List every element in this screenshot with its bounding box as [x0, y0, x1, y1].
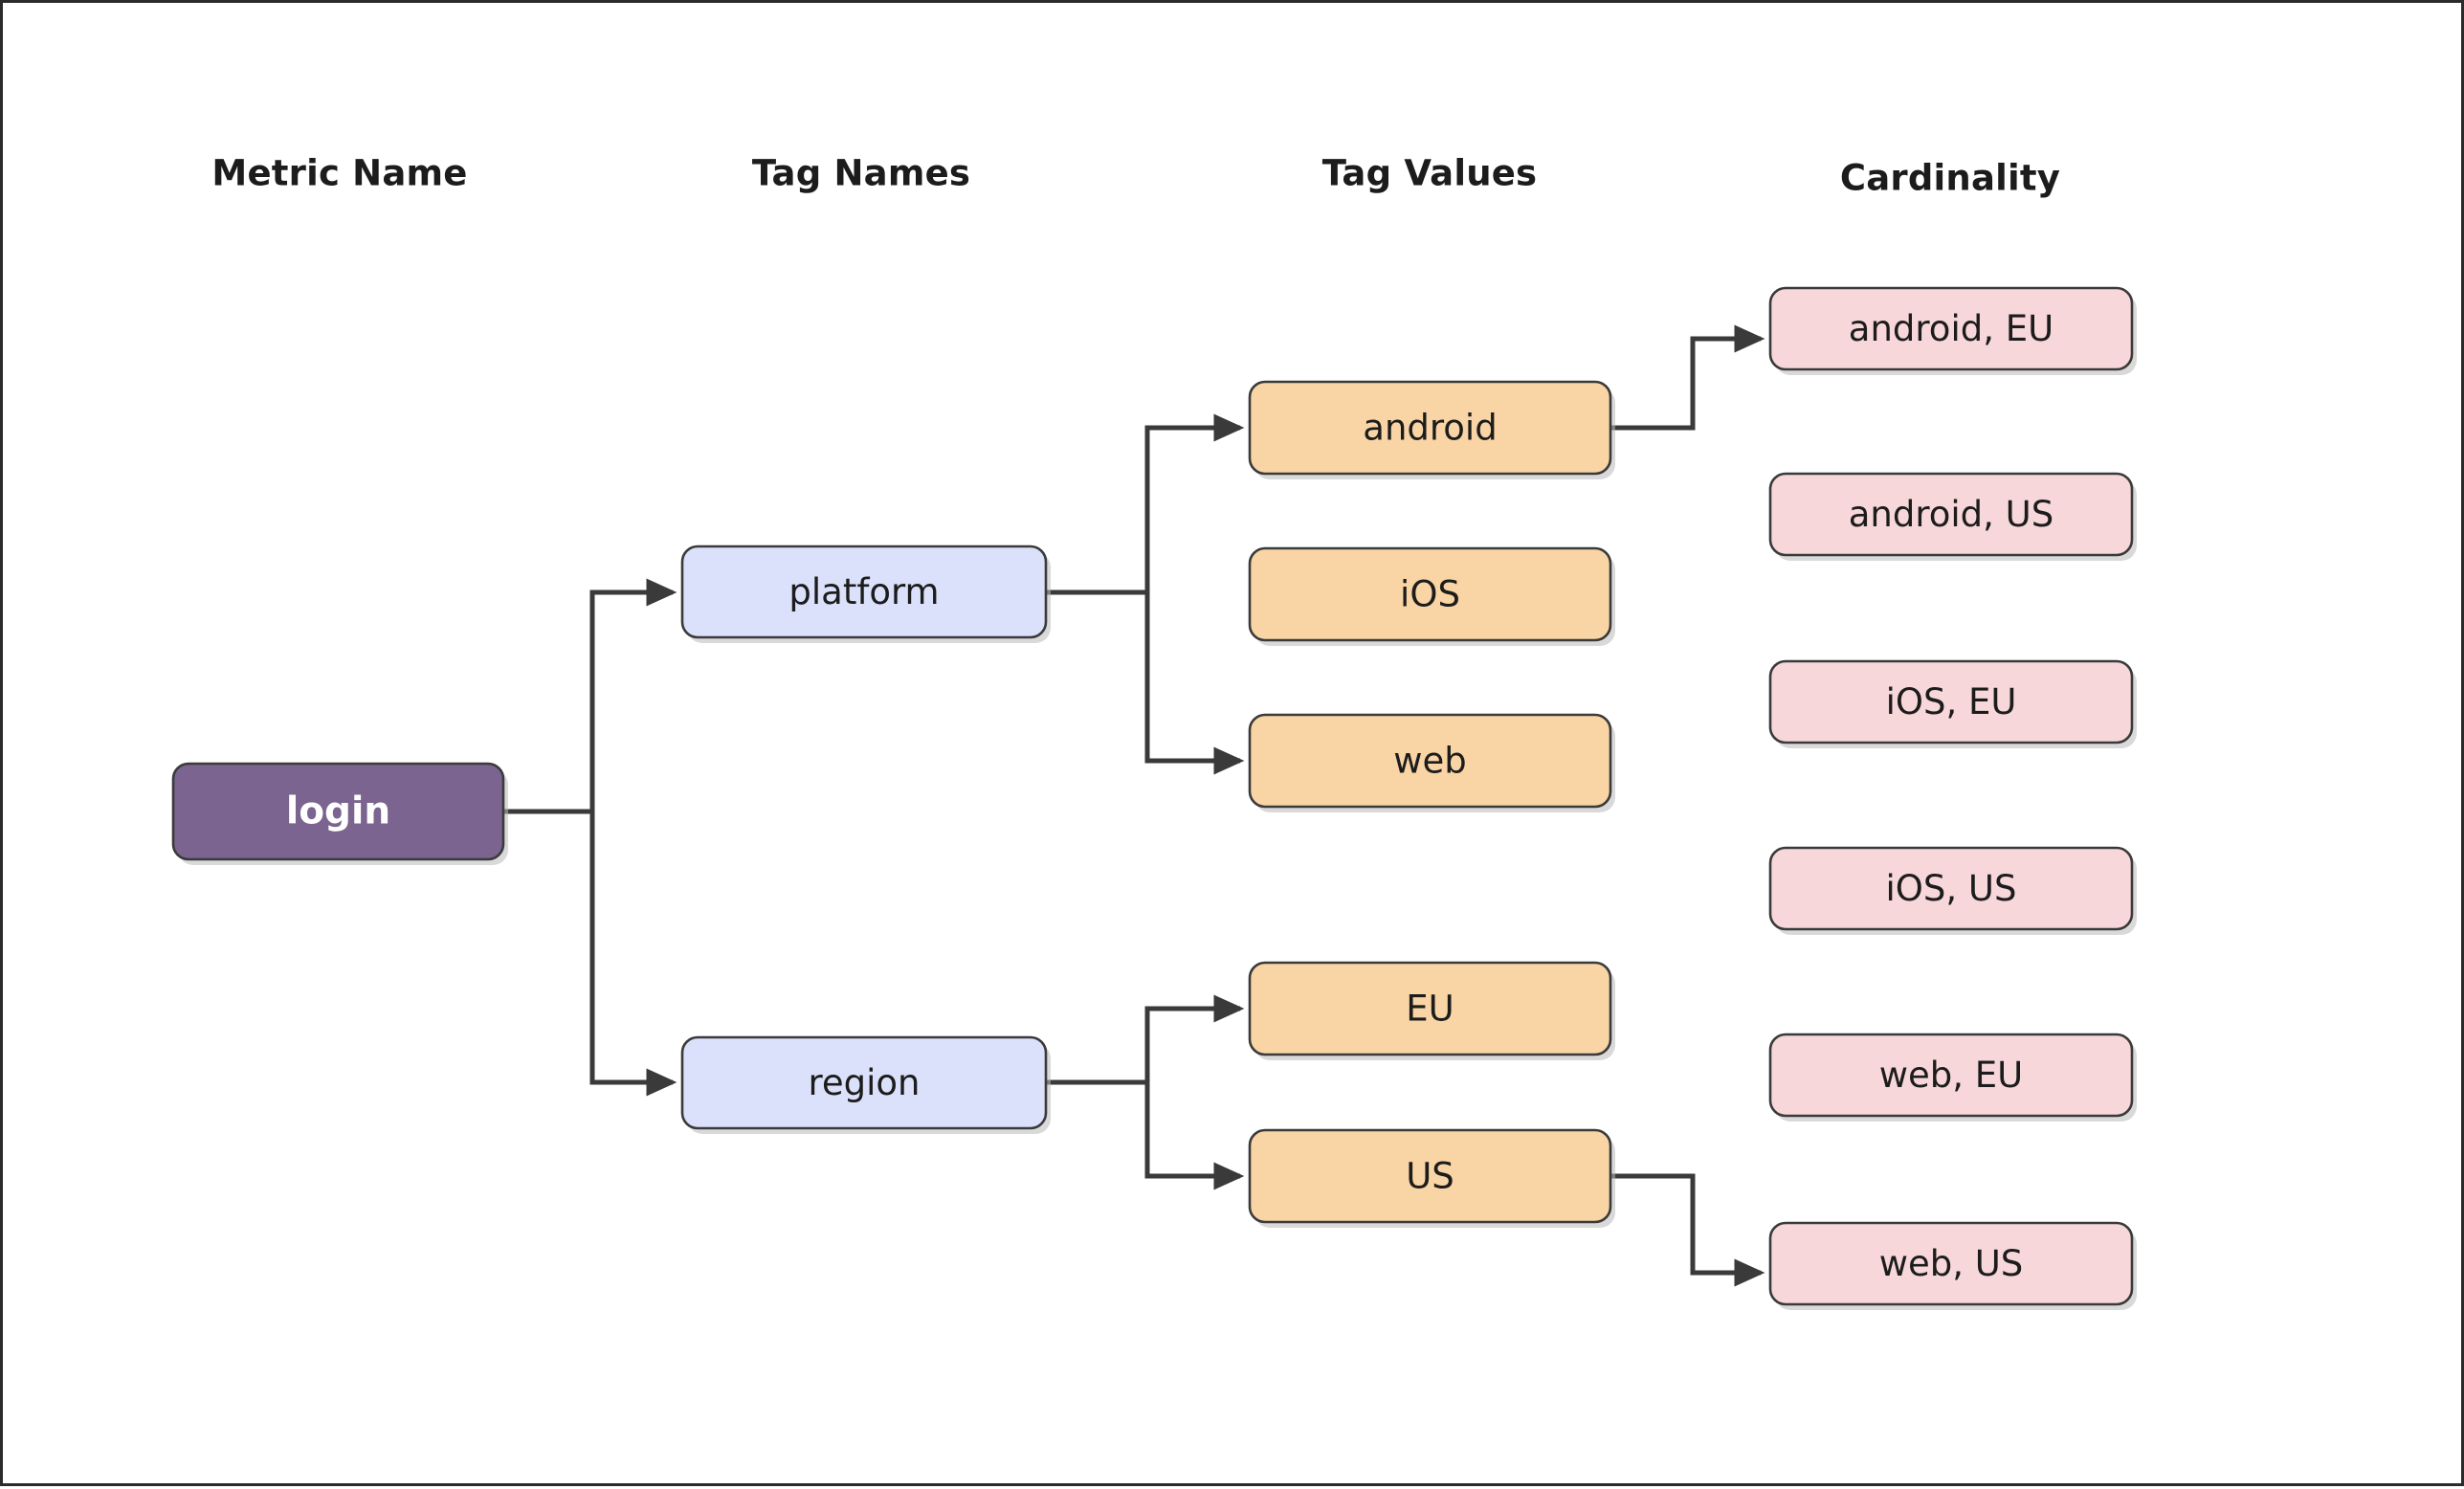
tag-value-node-box[interactable]	[1248, 1128, 1612, 1224]
column-header-tag-names: Tag Names	[752, 153, 970, 194]
cardinality-node-label: android, EU	[1849, 308, 2053, 349]
cardinality-node-box[interactable]	[1768, 846, 2134, 931]
edge-region-to-eu	[1046, 994, 1245, 1085]
cardinality-node-ios-us[interactable]: iOS, US	[1768, 846, 2137, 935]
column-headers: Metric Name Tag Names Tag Values Cardinalit…	[211, 153, 2060, 199]
cardinality-node-box[interactable]	[1768, 659, 2134, 744]
edge-us-to-web-us	[1610, 1173, 1765, 1287]
cardinality-node-web-eu[interactable]: web, EU	[1768, 1033, 2137, 1122]
cardinality-node-label: iOS, EU	[1886, 681, 2017, 722]
tag-name-node-label: region	[808, 1062, 920, 1103]
cardinality-node-box[interactable]	[1768, 472, 2134, 557]
tag-value-node-label: US	[1406, 1156, 1454, 1197]
tag-name-node-box[interactable]	[680, 1035, 1048, 1130]
tag-value-node-box[interactable]	[1248, 380, 1612, 476]
cardinality-node-android-us[interactable]: android, US	[1768, 472, 2137, 561]
cardinality-node-label: web, US	[1879, 1243, 2024, 1284]
edges-layer	[503, 324, 1765, 1287]
edge-login-to-platform	[503, 578, 677, 814]
tag-value-node-web[interactable]: web	[1248, 713, 1615, 812]
edge-android-to-android-eu	[1610, 324, 1765, 431]
cardinality-node-ios-eu[interactable]: iOS, EU	[1768, 659, 2137, 748]
tag-value-node-label: EU	[1406, 989, 1454, 1030]
tag-value-node-eu[interactable]: EU	[1248, 961, 1615, 1060]
cardinality-node-web-us[interactable]: web, US	[1768, 1221, 2137, 1310]
tag-value-node-ios[interactable]: iOS	[1248, 546, 1615, 646]
tag-name-node-platform[interactable]: platform	[680, 544, 1051, 643]
edge-platform-to-android	[1046, 413, 1245, 595]
tag-value-node-android[interactable]: android	[1248, 380, 1615, 479]
tag-name-node-label: platform	[788, 571, 939, 612]
cardinality-node-android-eu[interactable]: android, EU	[1768, 286, 2137, 375]
cardinality-node-box[interactable]	[1768, 1033, 2134, 1118]
cardinality-node-label: web, EU	[1879, 1055, 2024, 1096]
edge-login-to-region	[503, 809, 677, 1097]
tag-value-node-box[interactable]	[1248, 713, 1612, 809]
tag-value-node-label: web	[1393, 741, 1467, 782]
metric-node-box[interactable]	[171, 762, 505, 861]
column-header-tag-values: Tag Values	[1322, 153, 1538, 194]
edge-region-to-us	[1046, 1079, 1245, 1190]
metric-node-label: login	[286, 790, 390, 833]
tag-value-node-label: android	[1363, 408, 1497, 449]
edge-platform-to-web	[1046, 589, 1245, 775]
metric-node-login[interactable]: login	[171, 762, 508, 865]
tag-name-node-box[interactable]	[680, 544, 1048, 639]
tag-name-node-region[interactable]: region	[680, 1035, 1051, 1134]
tag-value-node-us[interactable]: US	[1248, 1128, 1615, 1228]
cardinality-node-label: android, US	[1849, 494, 2054, 535]
tag-value-node-label: iOS	[1400, 574, 1460, 615]
cardinality-node-box[interactable]	[1768, 1221, 2134, 1306]
tag-value-node-box[interactable]	[1248, 546, 1612, 642]
tag-value-node-box[interactable]	[1248, 961, 1612, 1056]
column-header-metric-name: Metric Name	[211, 153, 467, 194]
cardinality-node-box[interactable]	[1768, 286, 2134, 371]
cardinality-node-label: iOS, US	[1886, 868, 2017, 909]
column-header-cardinality: Cardinality	[1840, 158, 2060, 199]
